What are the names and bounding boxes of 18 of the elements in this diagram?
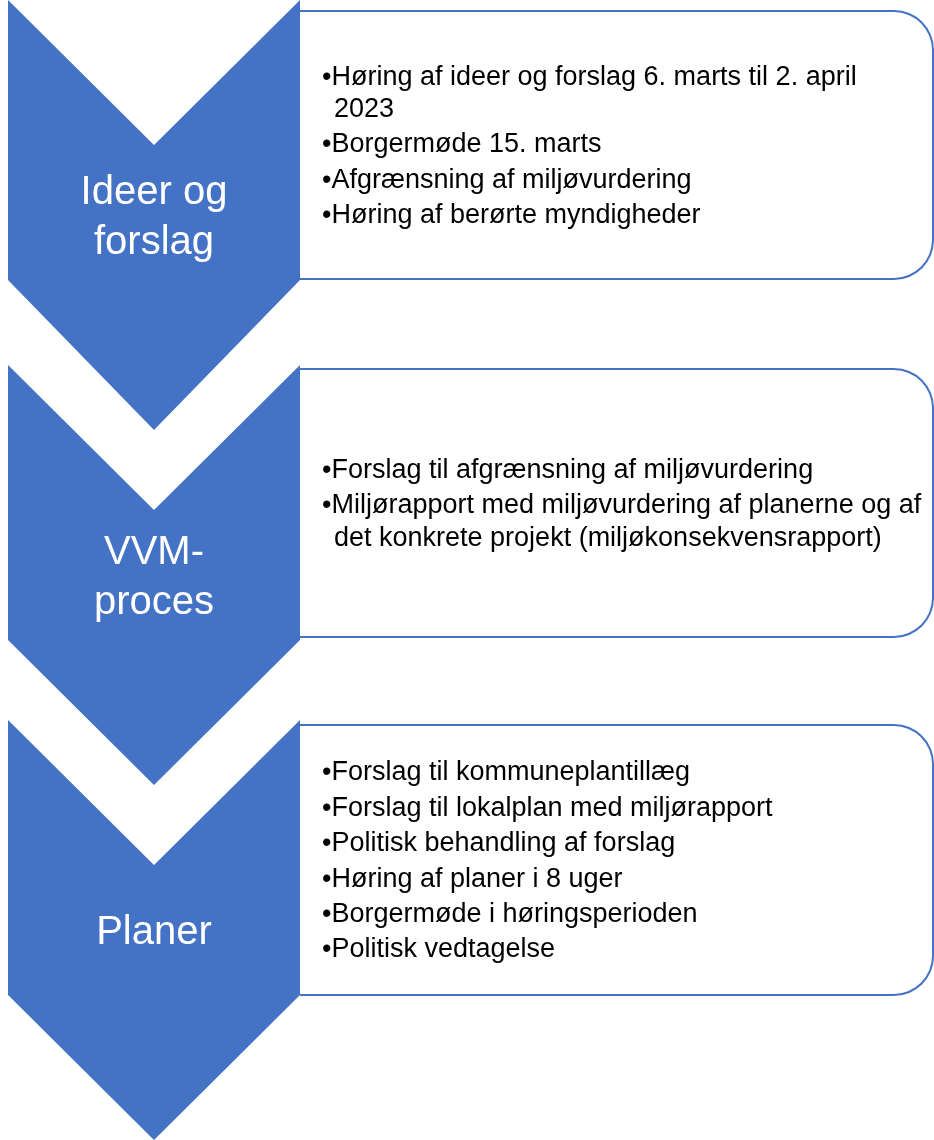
bullet-item: •Høring af planer i 8 uger (322, 861, 624, 894)
text-panel (300, 368, 934, 638)
stage-title: VVM- proces (92, 527, 216, 624)
stage-title: Ideer og forslag (79, 167, 229, 264)
bullet-item: •Forslag til lokalplan med miljørapport (322, 790, 774, 824)
bullet-item: •Politisk behandling af forslag (322, 826, 677, 859)
bullet-item: •Høring af berørte myndigheder (322, 198, 702, 231)
bullet-item: •Miljørapport med miljøvurdering af planerne og af det konkrete projekt (miljøkonsekvensrapport) (322, 488, 922, 554)
bullet-item: •Afgrænsning af miljøvurdering (322, 162, 693, 196)
bullet-item: •Forslag til kommuneplantillæg (322, 755, 692, 788)
bullet-item: •Borgermøde i høringsperioden (322, 896, 699, 930)
text-panel (300, 724, 934, 996)
bullet-item: •Borgermøde 15. marts (322, 127, 603, 160)
bullet-item: •Høring af ideer og forslag 6. marts til 2. april 2023 (322, 59, 858, 125)
text-panel (300, 10, 934, 280)
stage-title: Planer (95, 907, 213, 954)
bullet-item: •Forslag til afgrænsning af miljøvurdering (322, 452, 815, 486)
bullet-item: •Politisk vedtagelse (322, 932, 557, 965)
